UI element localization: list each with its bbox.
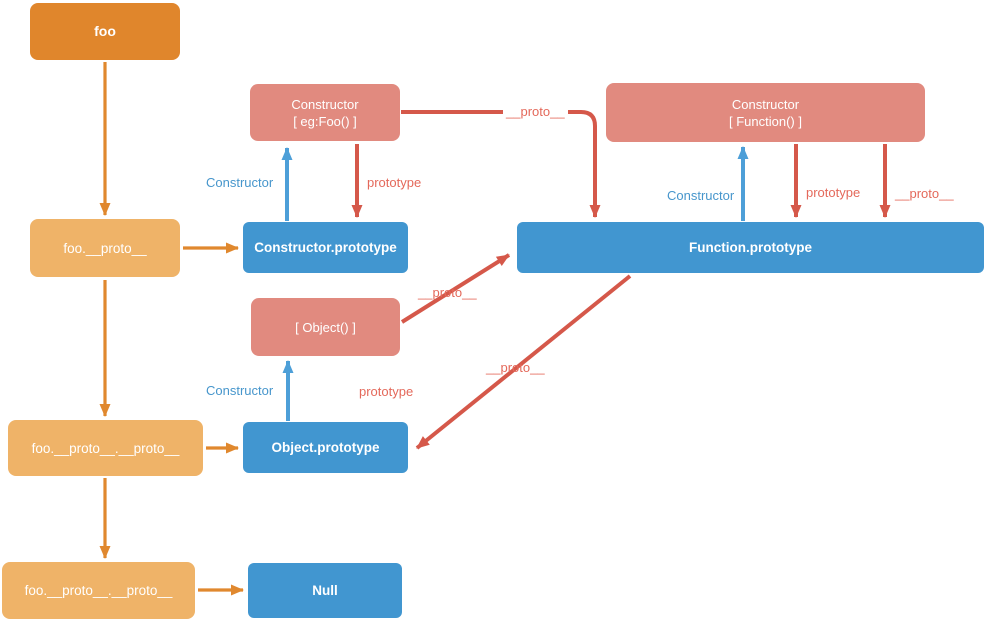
edge-label-proto-fnproto: __proto__ xyxy=(486,360,545,375)
arrow-object-constructor-proto-to-function-prototype xyxy=(400,253,511,324)
node-foo: foo xyxy=(30,3,180,60)
node-function-prototype-label: Function.prototype xyxy=(689,240,812,255)
node-constructor-prototype: Constructor.prototype xyxy=(243,222,408,273)
node-object-prototype: Object.prototype xyxy=(243,422,408,473)
node-constructor-function-line1: Constructor xyxy=(731,96,800,112)
node-foo-proto-proto-bottom-label: foo.__proto__.__proto__ xyxy=(24,583,173,598)
node-null: Null xyxy=(248,563,402,618)
edge-label-constructor-3: Constructor xyxy=(206,383,274,398)
edge-label-prototype-2: prototype xyxy=(806,185,861,200)
node-constructor-foo-line2: [ eg:Foo() ] xyxy=(293,113,357,129)
edge-label-prototype-1: prototype xyxy=(367,175,422,190)
edge-label-proto-object-ctor: __proto__ xyxy=(418,285,477,300)
node-foo-label: foo xyxy=(94,23,116,39)
node-foo-proto-proto: foo.__proto__.__proto__ xyxy=(8,420,203,476)
node-null-label: Null xyxy=(312,583,338,598)
node-object-prototype-label: Object.prototype xyxy=(271,440,380,455)
node-object-constructor-label: [ Object() ] xyxy=(295,319,356,335)
node-foo-proto-proto-bottom: foo.__proto__.__proto__ xyxy=(2,562,195,619)
node-function-prototype: Function.prototype xyxy=(517,222,984,273)
edge-label-prototype-3: prototype xyxy=(359,384,414,399)
node-object-constructor: [ Object() ] xyxy=(251,298,400,356)
node-constructor-function: Constructor [ Function() ] xyxy=(606,83,925,142)
node-constructor-foo: Constructor [ eg:Foo() ] xyxy=(250,84,400,141)
node-constructor-function-line2: [ Function() ] xyxy=(729,113,802,129)
node-constructor-foo-line1: Constructor xyxy=(291,96,359,112)
arrow-function-prototype-proto-to-object-prototype xyxy=(415,274,632,450)
edge-label-proto-function: __proto__ xyxy=(895,186,954,201)
edge-label-proto-top: __proto__ xyxy=(503,104,568,119)
node-foo-proto: foo.__proto__ xyxy=(30,219,180,277)
node-foo-proto-proto-label: foo.__proto__.__proto__ xyxy=(31,440,180,456)
node-constructor-prototype-label: Constructor.prototype xyxy=(254,240,397,255)
node-foo-proto-label: foo.__proto__ xyxy=(63,240,147,256)
edge-label-constructor-1: Constructor xyxy=(206,175,274,190)
edge-label-constructor-2: Constructor xyxy=(667,188,735,203)
arrow-constructor-foo-proto-to-function-prototype xyxy=(401,110,601,218)
